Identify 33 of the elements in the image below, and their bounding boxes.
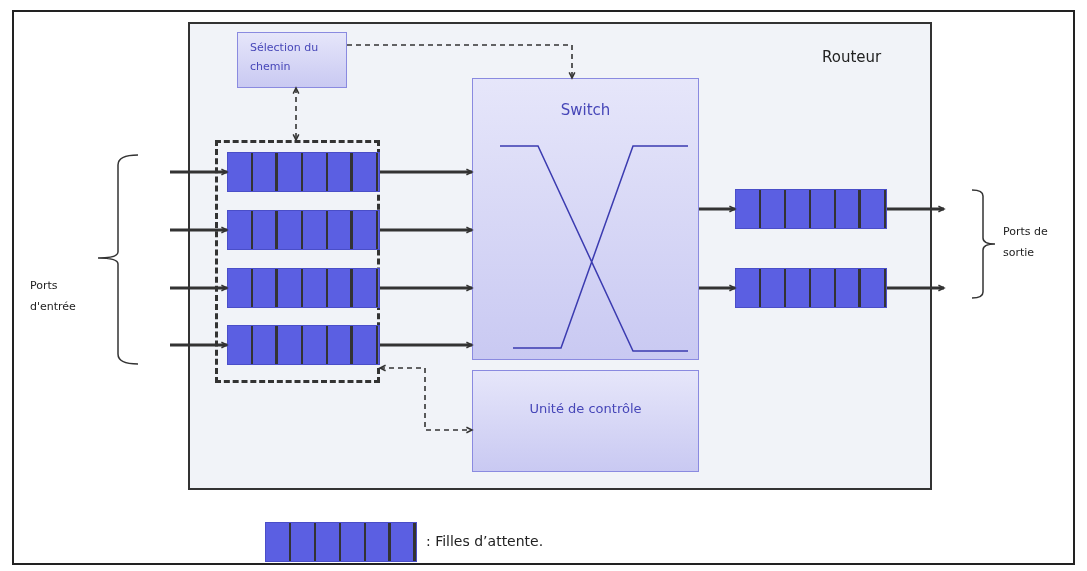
module-label: Switch — [559, 101, 612, 119]
queue-bar — [227, 325, 380, 365]
port-label: Ports de sortie — [1003, 224, 1049, 261]
dashed-arrow — [379, 364, 473, 434]
module-box — [472, 370, 699, 472]
queue-bar — [735, 268, 887, 308]
dashed-arrow — [346, 44, 576, 79]
arrow — [699, 284, 736, 292]
dashed-arrow — [292, 87, 300, 141]
queue-bar — [227, 268, 380, 308]
arrow — [170, 284, 228, 292]
queue-bar — [735, 189, 887, 229]
module-box — [237, 32, 347, 88]
module-label: Sélection du chemin — [250, 40, 320, 75]
arrow — [380, 284, 473, 292]
queue-bar — [227, 152, 380, 192]
module-box — [472, 78, 699, 360]
queue-bar — [227, 210, 380, 250]
arrow — [170, 168, 228, 176]
legend-text: : Filles d’attente. — [426, 533, 544, 549]
arrow — [887, 205, 945, 213]
arrow — [380, 341, 473, 349]
router-box — [188, 22, 932, 490]
router-title: Routeur — [822, 48, 882, 66]
port-label: Ports d'entrée — [30, 278, 77, 315]
arrow — [170, 341, 228, 349]
arrow — [380, 168, 473, 176]
queue-group-box — [215, 140, 380, 383]
module-label: Unité de contrôle — [528, 401, 643, 416]
arrow — [170, 226, 228, 234]
arrow — [380, 226, 473, 234]
arrow — [699, 205, 736, 213]
arrow — [887, 284, 945, 292]
